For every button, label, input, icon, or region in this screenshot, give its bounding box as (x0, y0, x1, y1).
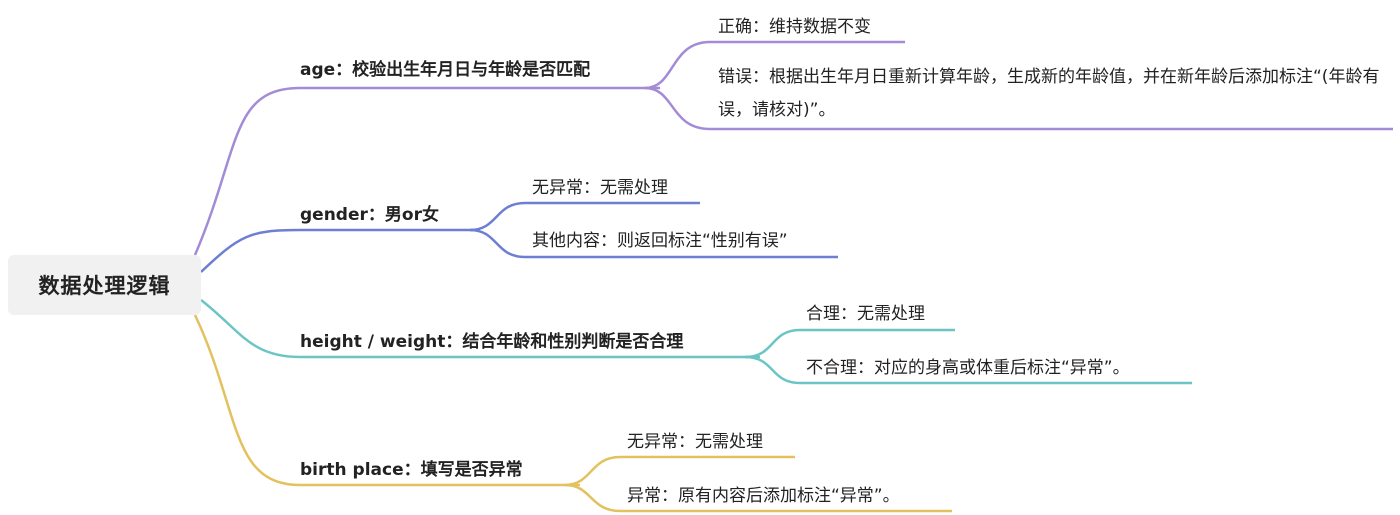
connector-root-age (193, 86, 660, 256)
leaf-height-unreasonable[interactable]: 不合理：对应的身高或体重后标注“异常”。 (806, 358, 1130, 378)
leaf-age-error[interactable]: 错误：根据出生年月日重新计算年龄，生成新的年龄值，并在新年龄后添加标注“(年龄有… (718, 67, 1380, 120)
leaf-height-reasonable[interactable]: 合理：无需处理 (806, 304, 925, 324)
branch-gender[interactable]: gender：男or女 (300, 205, 439, 225)
connector-root-height (200, 299, 760, 359)
connector-age-error (644, 86, 1393, 131)
connector-gender-normal (469, 201, 700, 232)
connector-root-birth (193, 314, 580, 487)
branch-age[interactable]: age：校验出生年月日与年龄是否匹配 (300, 60, 591, 80)
branch-birth-place[interactable]: birth place：填写是否异常 (300, 460, 523, 480)
connector-age-correct (644, 40, 905, 90)
connector-birth-abnormal (564, 483, 952, 513)
connector-height-unreasonable (744, 355, 1192, 385)
connector-birth-normal (564, 455, 795, 487)
root-node[interactable]: 数据处理逻辑 (8, 255, 201, 315)
leaf-birth-normal[interactable]: 无异常：无需处理 (627, 432, 763, 452)
branch-height-weight[interactable]: height / weight：结合年龄和性别判断是否合理 (300, 332, 684, 352)
connector-gender-other (469, 228, 838, 259)
leaf-gender-other[interactable]: 其他内容：则返回标注“性别有误” (532, 231, 788, 251)
root-label: 数据处理逻辑 (38, 274, 171, 298)
leaf-birth-abnormal[interactable]: 异常：原有内容后添加标注“异常”。 (627, 486, 900, 506)
connector-root-gender (200, 228, 480, 273)
leaf-age-correct[interactable]: 正确：维持数据不变 (718, 17, 871, 37)
connector-height-reasonable (744, 328, 955, 359)
leaf-gender-normal[interactable]: 无异常：无需处理 (532, 178, 668, 198)
